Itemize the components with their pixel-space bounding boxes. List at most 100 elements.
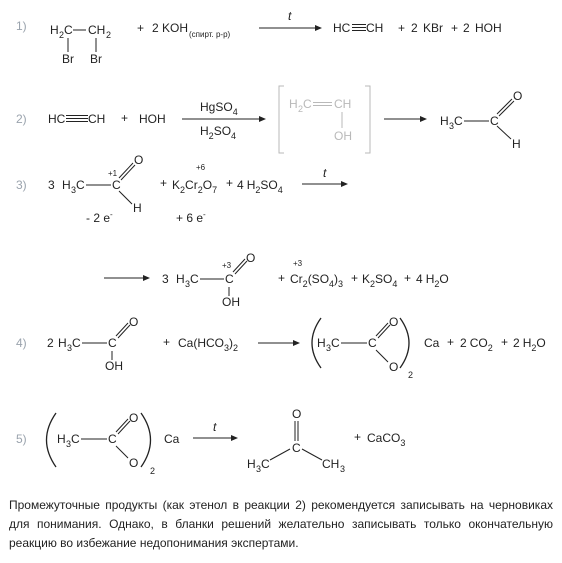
svg-text:3: 3 bbox=[256, 464, 261, 474]
svg-text:3: 3 bbox=[162, 272, 169, 286]
acetaldehyde: H 3 C C O H bbox=[440, 89, 522, 151]
oxidation-state: +3 bbox=[293, 259, 303, 268]
acetaldehyde: H 3 C +1 C O H bbox=[62, 153, 143, 215]
svg-text:Ca: Ca bbox=[424, 336, 440, 350]
svg-text:+: + bbox=[163, 335, 170, 349]
svg-text:2: 2 bbox=[463, 21, 470, 35]
reaction-number: 2) bbox=[16, 112, 27, 126]
calcium-bicarbonate: Ca(HCO3)2 bbox=[178, 336, 238, 353]
svg-text:H: H bbox=[50, 23, 59, 37]
svg-text:3: 3 bbox=[185, 279, 190, 289]
reaction-number: 3) bbox=[16, 178, 27, 192]
svg-text:C: C bbox=[225, 272, 234, 286]
dibromoethane: H 2 C CH 2 Br Br bbox=[50, 23, 111, 66]
svg-text:H: H bbox=[440, 114, 449, 128]
acetic-acid: H 3 C C O OH bbox=[58, 315, 138, 373]
svg-text:H: H bbox=[317, 336, 326, 350]
svg-text:2: 2 bbox=[298, 104, 303, 114]
svg-text:Cr2(SO4)3: Cr2(SO4)3 bbox=[290, 272, 343, 289]
reaction-number: 4) bbox=[16, 336, 27, 350]
svg-text:CH: CH bbox=[334, 97, 351, 111]
svg-text:+: + bbox=[226, 176, 233, 190]
svg-text:HC: HC bbox=[48, 112, 66, 126]
svg-text:C: C bbox=[261, 457, 270, 471]
svg-text:O: O bbox=[292, 407, 301, 421]
oxidation-state: +3 bbox=[222, 261, 232, 270]
svg-text:2: 2 bbox=[47, 336, 54, 350]
acetone: O C H 3 C CH 3 bbox=[247, 407, 345, 474]
svg-text:+: + bbox=[398, 21, 405, 35]
condition-heat: t bbox=[213, 420, 217, 434]
svg-text:C: C bbox=[331, 336, 340, 350]
svg-text:KBr: KBr bbox=[423, 21, 443, 35]
svg-text:K2Cr2O7: K2Cr2O7 bbox=[172, 178, 217, 195]
svg-text:CH: CH bbox=[366, 21, 383, 35]
reaction-scheme: 1) H 2 C CH 2 Br Br + 2 KOH (спирт. р-р)… bbox=[16, 9, 546, 476]
svg-text:HOH: HOH bbox=[475, 21, 502, 35]
catalyst-bottom: H2SO4 bbox=[200, 124, 236, 141]
svg-text:2: 2 bbox=[106, 30, 111, 40]
svg-text:3: 3 bbox=[67, 343, 72, 353]
calcium-acetate: H 3 C C O O 2 Ca bbox=[311, 315, 440, 380]
svg-text:3: 3 bbox=[71, 185, 76, 195]
svg-text:C: C bbox=[76, 178, 85, 192]
electrons-lost: - 2 e- bbox=[86, 210, 113, 225]
svg-text:O: O bbox=[246, 251, 255, 265]
svg-text:H: H bbox=[57, 432, 66, 446]
reaction-1: 1) H 2 C CH 2 Br Br + 2 KOH (спирт. р-р)… bbox=[16, 9, 502, 66]
svg-text:CH: CH bbox=[88, 112, 105, 126]
svg-text:H: H bbox=[133, 201, 142, 215]
svg-text:HC: HC bbox=[333, 21, 351, 35]
acetylene: HC CH bbox=[48, 112, 105, 126]
svg-text:3: 3 bbox=[340, 464, 345, 474]
svg-text:C: C bbox=[64, 23, 73, 37]
svg-text:CH: CH bbox=[322, 457, 339, 471]
svg-text:OH: OH bbox=[105, 359, 123, 373]
svg-text:O: O bbox=[129, 456, 138, 470]
svg-text:2: 2 bbox=[408, 370, 413, 380]
svg-text:C: C bbox=[490, 114, 499, 128]
svg-text:3: 3 bbox=[449, 121, 454, 131]
svg-text:C: C bbox=[303, 97, 312, 111]
oxidation-state: +6 bbox=[196, 163, 206, 172]
svg-text:C: C bbox=[368, 336, 377, 350]
svg-text:H: H bbox=[247, 457, 256, 471]
svg-text:C: C bbox=[108, 336, 117, 350]
svg-text:O: O bbox=[134, 153, 143, 167]
svg-text:+: + bbox=[447, 335, 454, 349]
reaction-2: 2) HC CH + HOH HgSO4 H2SO4 H 2 C CH OH H bbox=[16, 85, 522, 154]
svg-text:OH: OH bbox=[222, 295, 240, 309]
svg-text:+: + bbox=[121, 111, 128, 125]
electrons-gained: + 6 e- bbox=[176, 210, 206, 225]
svg-text:+: + bbox=[451, 21, 458, 35]
reaction-number: 5) bbox=[16, 432, 27, 446]
svg-text:2: 2 bbox=[411, 21, 418, 35]
svg-text:+: + bbox=[160, 176, 167, 190]
calcium-carbonate: CaCO3 bbox=[367, 431, 405, 448]
svg-text:3: 3 bbox=[326, 343, 331, 353]
svg-text:C: C bbox=[72, 336, 81, 350]
svg-text:Br: Br bbox=[62, 52, 74, 66]
svg-text:2: 2 bbox=[152, 21, 159, 35]
note-text: Промежуточные продукты (как этенол в реа… bbox=[9, 498, 553, 550]
svg-text:3: 3 bbox=[48, 178, 55, 192]
svg-text:O: O bbox=[129, 411, 138, 425]
svg-text:H: H bbox=[176, 272, 185, 286]
calcium-acetate: H 3 C C O O 2 Ca bbox=[45, 411, 180, 476]
svg-text:2: 2 bbox=[59, 30, 64, 40]
potassium-dichromate: +6 K2Cr2O7 bbox=[172, 163, 217, 195]
svg-text:+: + bbox=[354, 430, 361, 444]
svg-text:C: C bbox=[454, 114, 463, 128]
svg-text:+: + bbox=[501, 335, 508, 349]
svg-text:O: O bbox=[513, 89, 522, 103]
svg-text:H: H bbox=[58, 336, 67, 350]
svg-text:O: O bbox=[389, 315, 398, 329]
svg-text:Br: Br bbox=[90, 52, 102, 66]
svg-text:O: O bbox=[389, 360, 398, 374]
oxidation-state: +1 bbox=[108, 169, 118, 178]
